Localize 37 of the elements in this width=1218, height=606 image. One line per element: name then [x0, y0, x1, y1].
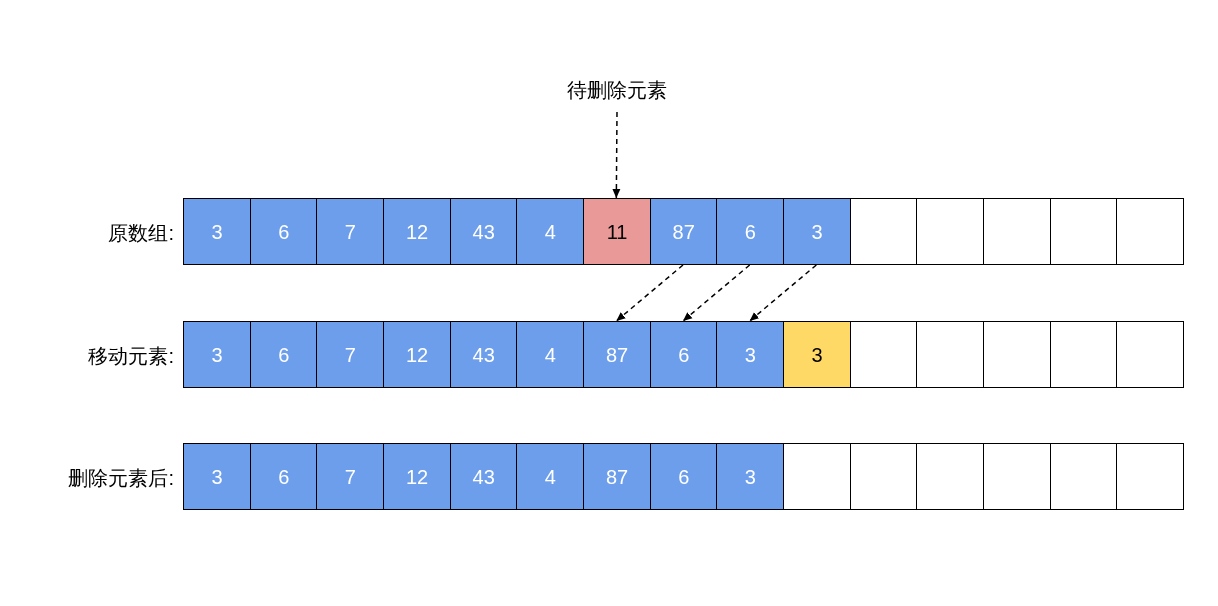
- array-cell: 43: [449, 443, 518, 510]
- array-cell: 6: [649, 443, 718, 510]
- array-cell: 7: [316, 321, 385, 388]
- arrow: [682, 264, 751, 322]
- array-cell: 3: [783, 198, 852, 265]
- array-cell: 4: [516, 443, 585, 510]
- array-cell: 87: [649, 198, 718, 265]
- callout-label: 待删除元素: [557, 74, 677, 106]
- array-cell: 7: [316, 443, 385, 510]
- row-label: 移动元素:: [88, 344, 174, 369]
- array-cell: 6: [716, 198, 785, 265]
- arrow: [748, 264, 818, 322]
- row-label: 原数组:: [108, 221, 174, 246]
- array-cell: 3: [183, 443, 252, 510]
- array-cell: 87: [583, 443, 652, 510]
- array-cell: 3: [183, 321, 252, 388]
- row-label: 删除元素后:: [68, 466, 174, 491]
- array-cell: 12: [383, 321, 452, 388]
- array-cell: 3: [783, 321, 852, 388]
- array-cell: 6: [249, 321, 318, 388]
- array-cell: 6: [249, 198, 318, 265]
- array-cell: 3: [716, 443, 785, 510]
- array-cell: 7: [316, 198, 385, 265]
- array-cell: 43: [449, 198, 518, 265]
- array-cell: 6: [249, 443, 318, 510]
- arrow: [615, 264, 684, 322]
- array-cell: 12: [383, 198, 452, 265]
- array-cell: 6: [649, 321, 718, 388]
- array-cell: 3: [183, 198, 252, 265]
- array-cell: 12: [383, 443, 452, 510]
- array-cell: 11: [583, 198, 652, 265]
- array-cell: 4: [516, 321, 585, 388]
- array-cell: 3: [716, 321, 785, 388]
- array-cell: 87: [583, 321, 652, 388]
- arrow: [612, 111, 621, 199]
- array-cell: 43: [449, 321, 518, 388]
- array-cell: 4: [516, 198, 585, 265]
